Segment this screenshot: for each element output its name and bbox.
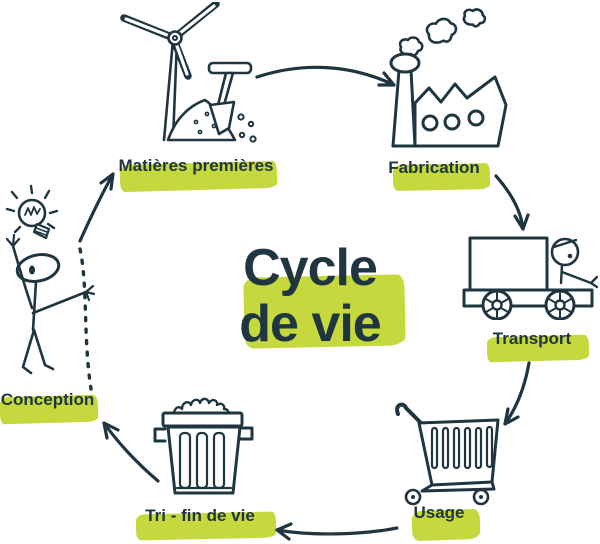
arrow-matieres-to-fabrication xyxy=(255,65,396,87)
factory-icon xyxy=(389,8,508,148)
stage-label-usage: Usage xyxy=(413,503,465,522)
diagram-title: Cycle de vie xyxy=(210,240,410,352)
trash-bin-icon xyxy=(153,397,254,495)
delivery-truck-icon xyxy=(462,236,598,320)
arrow-conception-to-matieres xyxy=(78,172,115,243)
arrow-fabrication-to-transport xyxy=(494,174,530,231)
arrow-transport-to-usage xyxy=(503,361,531,426)
stage-label-tri-fin-de-vie: Tri - fin de vie xyxy=(145,506,255,525)
title-line-1: Cycle xyxy=(243,239,378,297)
arrow-usage-to-tri xyxy=(275,522,399,541)
arrow-tri-to-conception xyxy=(102,421,160,483)
stage-label-transport: Transport xyxy=(492,329,572,348)
wind-turbine-shovel-icon xyxy=(120,2,257,143)
stage-label-conception: Conception xyxy=(0,390,95,409)
stage-label-matieres-premieres: Matières premières xyxy=(118,156,274,175)
person-lightbulb-icon xyxy=(5,184,96,391)
title-line-2: de vie xyxy=(239,295,381,354)
stage-label-fabrication: Fabrication xyxy=(388,158,480,177)
shopping-cart-icon xyxy=(395,402,500,506)
